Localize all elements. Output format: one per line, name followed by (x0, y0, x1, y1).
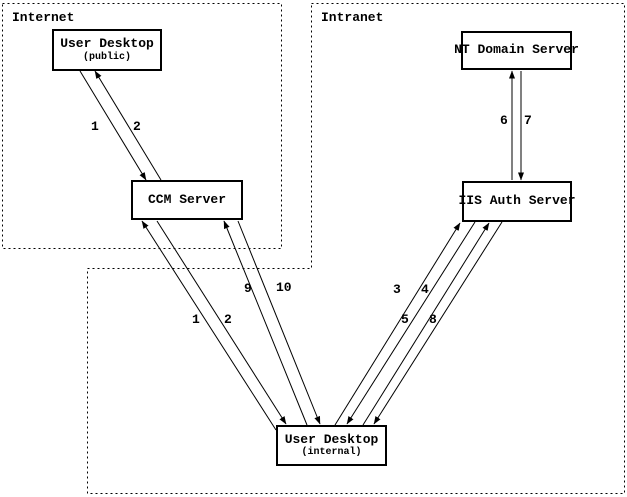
edge-label-10: 10 (276, 280, 292, 295)
edge-label-internal-2: 2 (224, 312, 232, 327)
node-iis-auth-server: IIS Auth Server (458, 181, 576, 222)
node-user-desktop-internal-subtitle: (internal) (301, 447, 362, 459)
edge-label-7: 7 (524, 113, 532, 128)
internet-zone-border (2, 3, 282, 249)
internet-zone-label: Internet (12, 10, 75, 25)
intranet-zone-border (87, 3, 625, 494)
edge-label-5: 5 (401, 312, 409, 327)
edge-label-8: 8 (429, 312, 437, 327)
edge-label-6: 6 (500, 113, 508, 128)
node-user-desktop-public-subtitle: (public) (82, 51, 131, 63)
edge-step8 (373, 221, 503, 425)
edge-label-public-2: 2 (133, 119, 141, 134)
edge-public-step2 (94, 70, 162, 181)
edge-internal-step2 (156, 220, 287, 425)
edge-public-step1 (79, 70, 147, 181)
edge-label-3: 3 (393, 282, 401, 297)
node-nt-domain-server: NT Domain Server (454, 31, 579, 70)
node-user-desktop-internal: User Desktop (internal) (276, 425, 387, 466)
intranet-zone-label: Intranet (321, 10, 384, 25)
node-ccm-server: CCM Server (131, 180, 243, 220)
edge-internal-step1 (141, 220, 277, 431)
edge-step5 (346, 221, 476, 425)
edge-label-4: 4 (421, 282, 429, 297)
node-nt-domain-server-title: NT Domain Server (454, 42, 579, 58)
edge-label-9: 9 (244, 281, 252, 296)
node-iis-auth-server-title: IIS Auth Server (458, 193, 576, 209)
edge-step10 (237, 220, 321, 425)
node-user-desktop-public-title: User Desktop (60, 36, 154, 52)
edge-label-public-1: 1 (91, 119, 99, 134)
edge-label-internal-1: 1 (192, 312, 200, 327)
edge-step4 (362, 222, 490, 426)
node-user-desktop-public: User Desktop (public) (52, 29, 162, 71)
node-user-desktop-internal-title: User Desktop (284, 431, 379, 447)
edge-step9 (223, 220, 308, 426)
node-ccm-server-title: CCM Server (147, 191, 226, 207)
edge-step3 (334, 222, 461, 426)
